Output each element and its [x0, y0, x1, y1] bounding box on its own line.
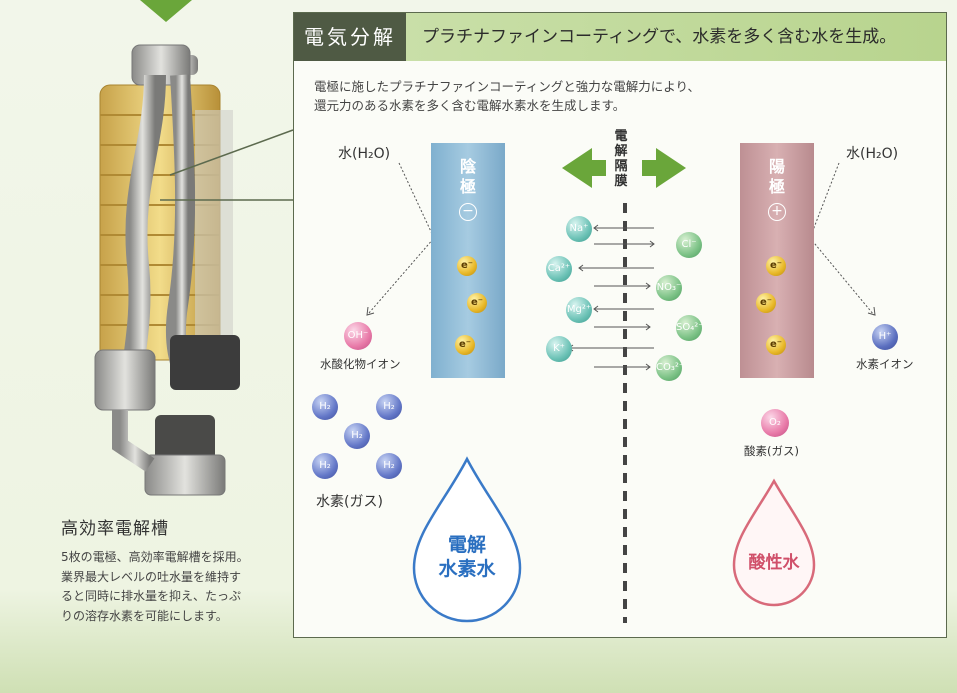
electron: e⁻	[756, 293, 776, 313]
electron: e⁻	[766, 256, 786, 276]
h2-molecule: H₂	[312, 394, 338, 420]
anode-char-1: 陽	[768, 157, 785, 176]
minus-icon: −	[459, 203, 477, 221]
intro-text: 電極に施したプラチナファインコーティングと強力な電解力により、 還元力のある水素…	[314, 77, 700, 115]
hydrogen-water-line-1: 電解	[447, 534, 486, 556]
oxygen-gas-label: 酸素(ガス)	[744, 444, 799, 458]
ion-ca: Ca²⁺	[546, 256, 572, 282]
header-text: プラチナファインコーティングで、水素を多く含む水を生成。	[422, 27, 897, 47]
diagram-arrows	[366, 148, 876, 623]
electron: e⁻	[467, 293, 487, 313]
h2-molecule: H₂	[376, 394, 402, 420]
electron: e⁻	[455, 335, 475, 355]
hydrogen-gas-label: 水素(ガス)	[316, 494, 383, 510]
membrane-char-1: 電	[614, 129, 628, 144]
pointer-arrow-icon	[140, 0, 192, 22]
header-bar	[406, 13, 946, 61]
hydrogen-ion: H⁺	[872, 324, 898, 350]
membrane-label: 電 解 隔 膜	[610, 129, 632, 189]
membrane-char-2: 解	[614, 144, 628, 159]
membrane-char-4: 膜	[614, 174, 628, 189]
ion-mg: Mg²⁺	[566, 297, 592, 323]
hydroxide-ion: OH⁻	[344, 322, 372, 350]
h2-molecule: H₂	[344, 423, 370, 449]
device-description: 5枚の電極、高効率電解槽を採用。業界最大レベルの吐水量を維持すると同時に排水量を…	[61, 550, 249, 623]
h2-molecule: H₂	[376, 453, 402, 479]
electron: e⁻	[766, 335, 786, 355]
hydrogen-ion-label: 水素イオン	[856, 357, 914, 371]
ion-cl: Cl⁻	[676, 232, 702, 258]
water-label-left: 水(H₂O)	[338, 146, 391, 162]
water-label-right: 水(H₂O)	[846, 146, 899, 162]
membrane-char-3: 隔	[614, 159, 628, 174]
intro-line-2: 還元力のある水素を多く含む電解水素水を生成します。	[314, 98, 626, 113]
plus-icon: +	[768, 203, 786, 221]
electron: e⁻	[457, 256, 477, 276]
hydrogen-water-label: 電解 水素水	[417, 533, 517, 581]
h2-molecule: H₂	[312, 453, 338, 479]
ion-k: K⁺	[546, 336, 572, 362]
anode-char-2: 極	[768, 177, 785, 196]
intro-line-1: 電極に施したプラチナファインコーティングと強力な電解力により、	[314, 79, 701, 94]
ion-co3: CO₃²⁻	[656, 355, 684, 381]
ion-na: Na⁺	[566, 216, 592, 242]
hydroxide-label: 水酸化物イオン	[320, 357, 401, 371]
ion-no3: NO₃⁻	[656, 275, 682, 301]
ion-so4: SO₄²⁻	[676, 315, 704, 341]
acidic-water-label: 酸性水	[748, 553, 800, 573]
header-tag: 電気分解	[294, 13, 406, 61]
hydrogen-water-line-2: 水素水	[438, 558, 496, 580]
device-title: 高効率電解槽	[61, 519, 169, 539]
oxygen-molecule: O₂	[761, 409, 789, 437]
cathode-char-2: 極	[459, 177, 476, 196]
electrolysis-cell-illustration	[94, 44, 240, 496]
electrolysis-panel: 電気分解 プラチナファインコーティングで、水素を多く含む水を生成。 電極に施した…	[293, 12, 947, 638]
cathode-char-1: 陰	[459, 157, 476, 176]
